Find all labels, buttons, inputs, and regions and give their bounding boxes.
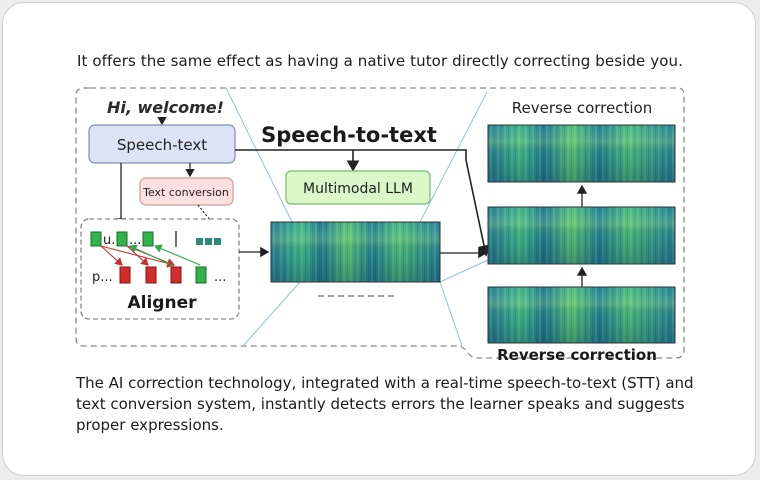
reverse-correction-bottom-label: Reverse correction — [497, 346, 657, 364]
aligner-label: Aligner — [128, 293, 198, 313]
text-conversion-label: Text conversion — [142, 186, 229, 199]
token-red — [119, 266, 131, 284]
token-dots-top: ... — [129, 233, 141, 248]
center-spectrogram — [270, 221, 441, 283]
stt-main-line — [235, 149, 491, 257]
token-p-label: p... — [92, 270, 113, 285]
token-red — [170, 266, 182, 284]
spectrogram-middle — [487, 206, 676, 265]
multimodal-llm-label: Multimodal LLM — [303, 181, 413, 197]
spectrogram-bottom — [487, 286, 676, 344]
token-green — [90, 231, 102, 247]
outer-dashed-region — [75, 87, 685, 359]
token-u-label: u.. — [103, 233, 120, 248]
speech-text-box — [88, 124, 236, 164]
multimodal-llm-box — [285, 170, 431, 205]
token-red — [145, 266, 157, 284]
token-dots-bottom: ... — [214, 270, 226, 285]
token-green — [142, 231, 154, 247]
description-text: The AI correction technology, integrated… — [76, 374, 694, 434]
spectrogram-top — [487, 124, 676, 183]
text-conversion-box — [139, 177, 234, 206]
token-green — [195, 266, 207, 284]
token-green — [116, 231, 128, 247]
token-teal — [205, 238, 212, 245]
reverse-correction-top-label: Reverse correction — [512, 99, 652, 117]
token-teal — [214, 238, 221, 245]
token-teal — [196, 238, 203, 245]
projection-lines — [225, 87, 489, 347]
stt-title: Speech-to-text — [261, 123, 437, 147]
speech-text-label: Speech-text — [117, 136, 207, 154]
greeting-text: Hi, welcome! — [107, 98, 224, 117]
intro-text: It offers the same effect as having a na… — [77, 52, 683, 70]
